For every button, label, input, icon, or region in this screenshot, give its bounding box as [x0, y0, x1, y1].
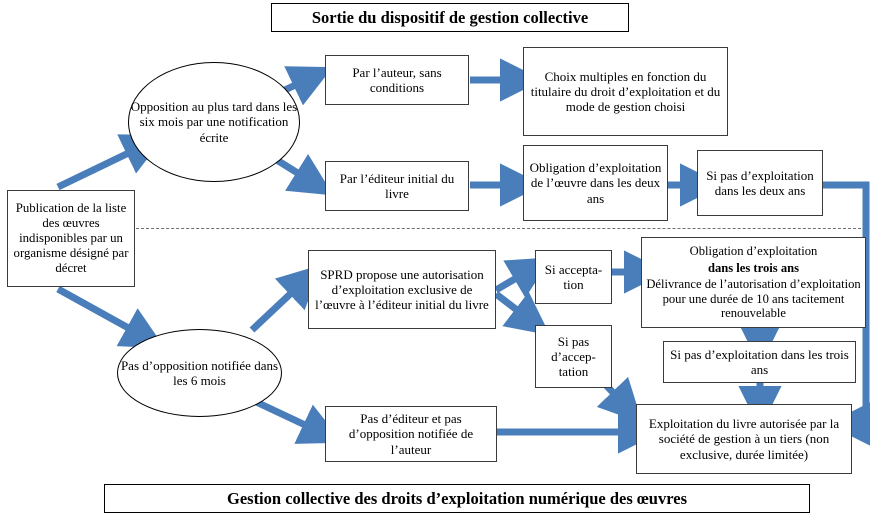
node-obligation-trois-ans-line2: dans les trois ans [707, 260, 800, 275]
node-si-pas-exploitation-deux-ans-label: Si pas d’exploitation dans les deux ans [706, 167, 814, 198]
banner-bottom: Gestion collective des droits d’exploita… [104, 484, 810, 513]
banner-bottom-label: Gestion collective des droits d’exploita… [226, 488, 687, 508]
node-pas-opposition-label: Pas d’opposition notifiée dans les 6 moi… [120, 357, 279, 388]
node-obligation-deux-ans-label: Obligation d’exploitation de l’œuvre dan… [529, 160, 662, 206]
node-obligation-trois-ans-line3: Délivrance de l’autorisation d’exploitat… [646, 277, 861, 321]
node-obligation-trois-ans[interactable]: Obligation d’exploitation dans les trois… [641, 237, 866, 328]
node-par-auteur[interactable]: Par l’auteur, sans conditions [325, 55, 469, 105]
node-si-pas-exploitation-trois-ans[interactable]: Si pas d’exploitation dans les trois ans [663, 341, 856, 383]
section-divider [136, 228, 866, 229]
node-obligation-deux-ans[interactable]: Obligation d’exploitation de l’œuvre dan… [523, 145, 668, 221]
node-si-acceptation[interactable]: Si accepta-tion [535, 250, 612, 304]
node-par-editeur-label: Par l’éditeur initial du livre [339, 170, 455, 201]
node-opposition[interactable]: Opposition au plus tard dans les six moi… [128, 62, 300, 182]
node-si-pas-exploitation-trois-ans-label: Si pas d’exploitation dans les trois ans [670, 346, 849, 377]
node-si-pas-acceptation[interactable]: Si pas d’accep-tation [535, 325, 612, 388]
node-exploitation-tiers-label: Exploitation du livre autorisée par la s… [648, 416, 840, 462]
node-pas-opposition[interactable]: Pas d’opposition notifiée dans les 6 moi… [117, 329, 282, 417]
node-opposition-label: Opposition au plus tard dans les six moi… [130, 99, 298, 145]
node-par-editeur[interactable]: Par l’éditeur initial du livre [325, 161, 469, 211]
node-choix-multiples[interactable]: Choix multiples en fonction du titulaire… [523, 47, 728, 136]
node-sprd-label: SPRD propose une autorisation d’exploita… [315, 266, 489, 313]
node-exploitation-tiers[interactable]: Exploitation du livre autorisée par la s… [636, 404, 852, 474]
node-si-pas-acceptation-label: Si pas d’accep-tation [551, 333, 596, 380]
node-choix-multiples-label: Choix multiples en fonction du titulaire… [530, 68, 721, 115]
node-publication[interactable]: Publication de la liste des œuvres indis… [7, 190, 135, 287]
node-sprd[interactable]: SPRD propose une autorisation d’exploita… [308, 250, 496, 329]
banner-top-label: Sortie du dispositif de gestion collecti… [311, 7, 589, 27]
node-par-auteur-label: Par l’auteur, sans conditions [352, 64, 442, 95]
node-pas-editeur-label: Pas d’éditeur et pas d’opposition notifi… [348, 411, 474, 457]
banner-top: Sortie du dispositif de gestion collecti… [271, 3, 629, 32]
node-pas-editeur[interactable]: Pas d’éditeur et pas d’opposition notifi… [325, 406, 497, 462]
node-publication-label: Publication de la liste des œuvres indis… [13, 201, 129, 275]
node-si-pas-exploitation-deux-ans[interactable]: Si pas d’exploitation dans les deux ans [697, 150, 823, 216]
node-obligation-trois-ans-line1: Obligation d’exploitation [689, 244, 818, 259]
node-si-acceptation-label: Si accepta-tion [544, 261, 603, 292]
